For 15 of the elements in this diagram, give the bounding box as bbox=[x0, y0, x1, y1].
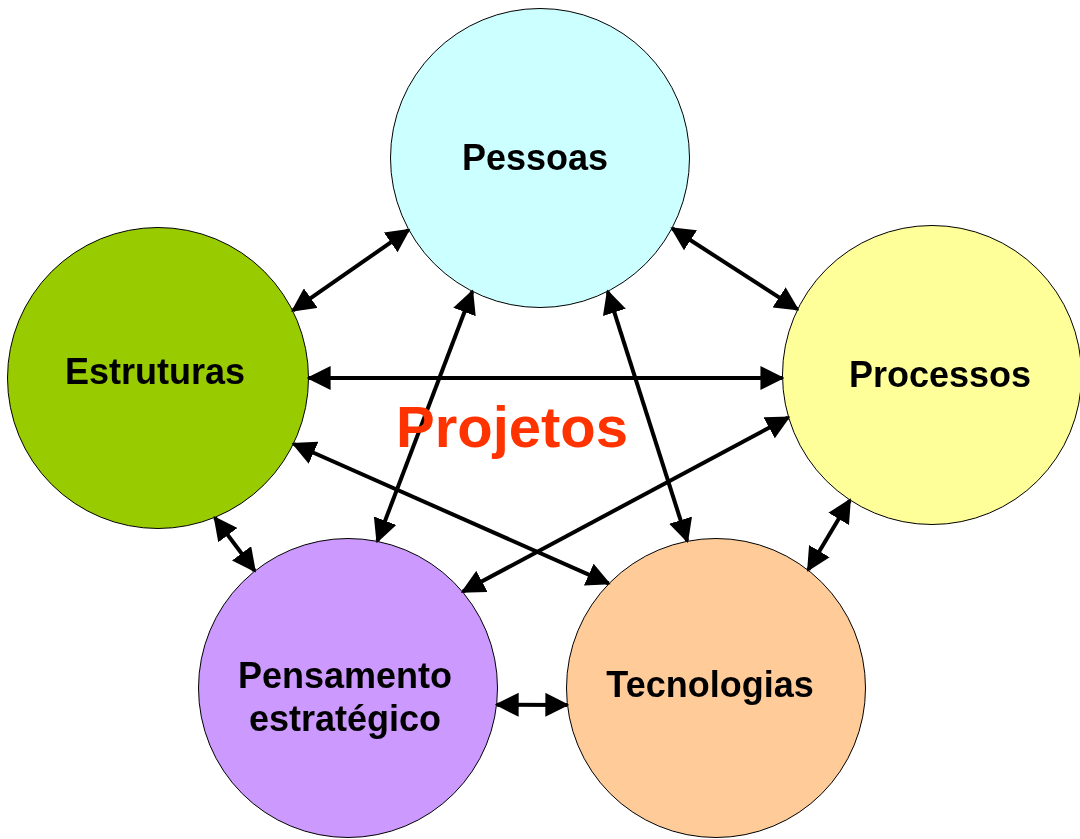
double-arrow bbox=[806, 498, 852, 572]
node-label: Pessoas bbox=[461, 136, 609, 180]
double-arrow bbox=[670, 226, 800, 311]
node-label: Estruturas bbox=[64, 350, 246, 394]
node-label: Pensamento estratégico bbox=[236, 653, 454, 741]
node-label: Tecnologias bbox=[606, 663, 814, 707]
double-arrow bbox=[602, 289, 693, 544]
double-arrow bbox=[373, 289, 476, 544]
double-arrow bbox=[460, 415, 791, 594]
double-arrow bbox=[291, 228, 411, 313]
double-arrow bbox=[306, 366, 785, 390]
double-arrow bbox=[494, 692, 570, 717]
double-arrow bbox=[213, 515, 257, 573]
double-arrow bbox=[291, 441, 611, 586]
node-label: Processos bbox=[848, 353, 1032, 397]
